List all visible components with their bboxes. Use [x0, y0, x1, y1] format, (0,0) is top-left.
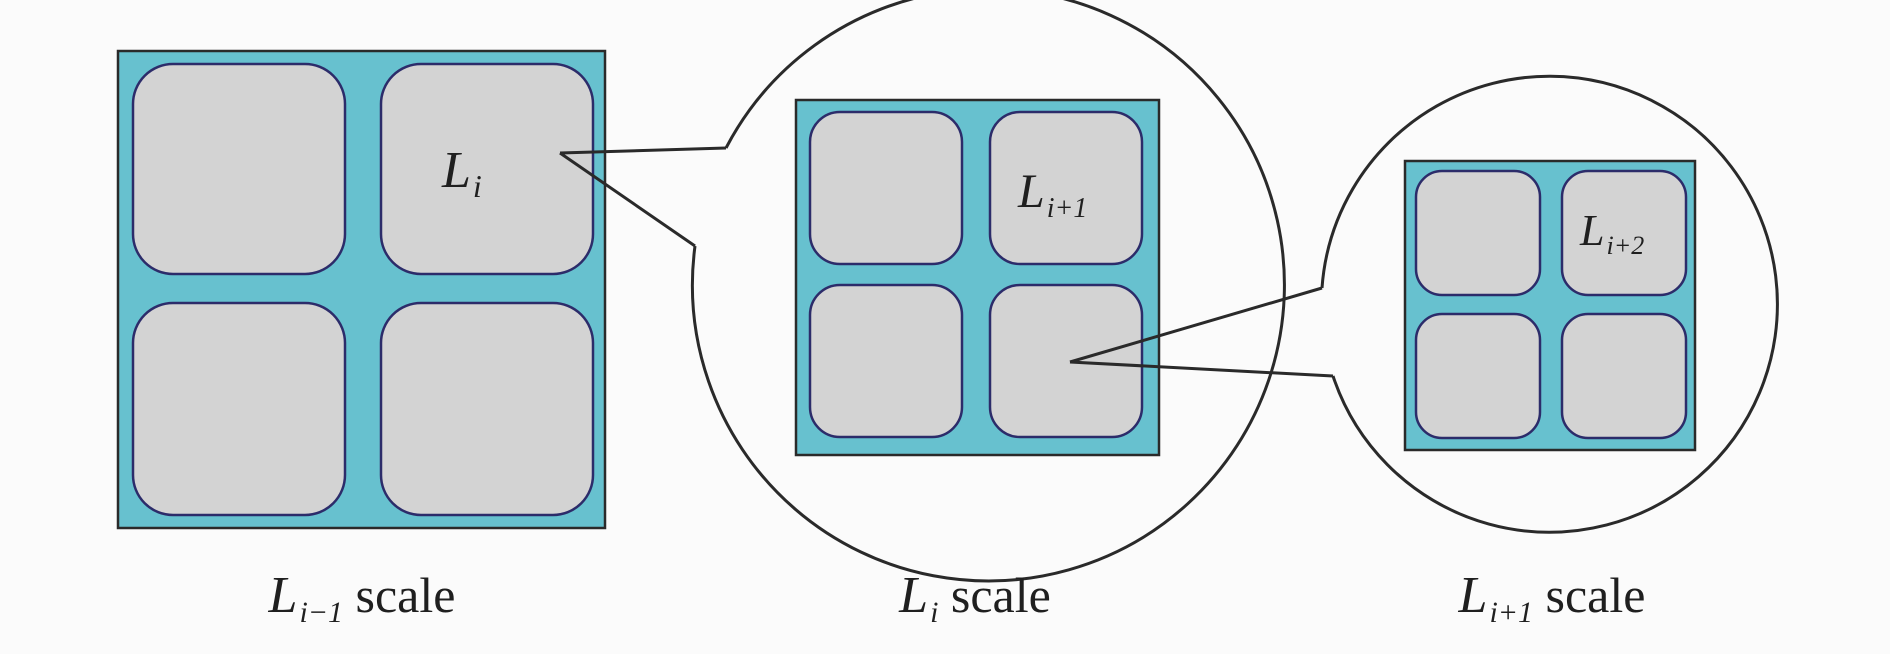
scale-3-inner-label: Li+2: [1579, 206, 1644, 260]
scale-3-cell-bl: [1414, 312, 1542, 440]
scale-1-inner-label: Li: [441, 142, 482, 204]
scale-1-cell-tl: [131, 62, 347, 276]
scale-3-cell-tr: [1560, 169, 1688, 297]
scale-3-cell-tl: [1414, 169, 1542, 297]
scale-2-cell-tr: [988, 110, 1144, 266]
scale-2-cell-tl: [808, 110, 964, 266]
scale-3-cell-br: [1560, 312, 1688, 440]
scale-2-inner-label: Li+1: [1017, 165, 1087, 224]
scale-2-label: Li scale: [898, 567, 1051, 629]
scale-1-cell-tr: [379, 62, 595, 276]
scale-3-panel: Li+2: [1403, 159, 1697, 452]
scale-2-cell-bl: [808, 283, 964, 439]
scale-2-panel: Li+1: [794, 98, 1161, 457]
scale-1-cell-br: [379, 301, 595, 517]
scale-1-panel: Li: [116, 49, 607, 530]
scale-1-cell-bl: [131, 301, 347, 517]
zoom-line-1: [559, 146, 727, 248]
scale-2-cell-br: [988, 283, 1144, 439]
scale-1-label: Li−1 scale: [268, 567, 456, 629]
magnifier-circle-2: [1320, 74, 1779, 534]
zoom-line-2: [1069, 286, 1334, 378]
scale-3-label: Li+1 scale: [1458, 567, 1646, 629]
